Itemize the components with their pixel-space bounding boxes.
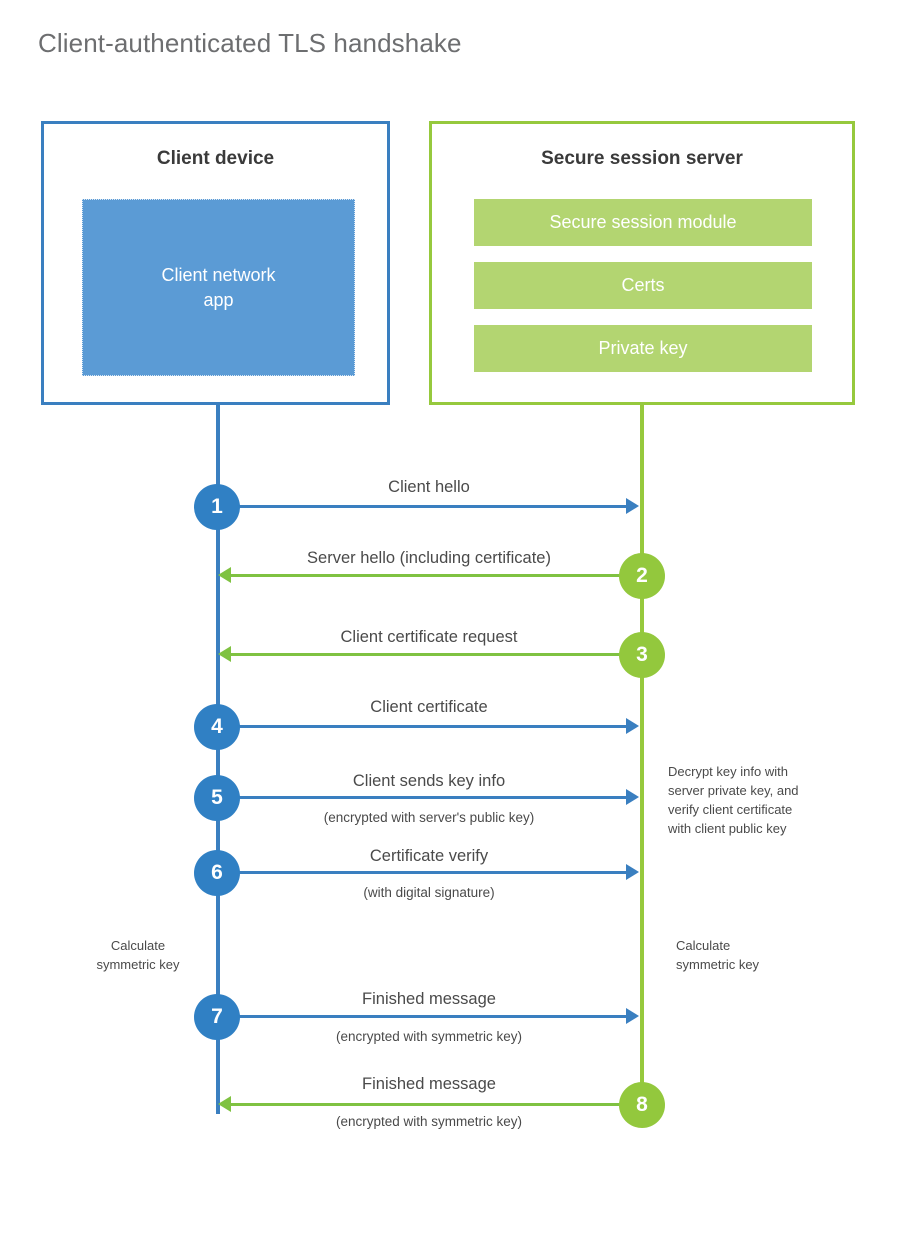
server-module-item: Certs <box>474 262 812 309</box>
step-badge-6: 6 <box>194 850 240 896</box>
server-module-item: Secure session module <box>474 199 812 246</box>
client-lifeline <box>216 404 220 1114</box>
message-label: Server hello (including certificate) <box>307 549 551 567</box>
message-label: Finished message <box>362 990 496 1008</box>
message-arrow-line <box>231 653 642 656</box>
arrow-head-icon <box>626 864 639 880</box>
server-lifeline <box>640 404 644 1104</box>
message-sublabel: (encrypted with symmetric key) <box>335 1029 523 1044</box>
message-arrow-line <box>231 574 642 577</box>
message-arrow-line <box>218 796 628 799</box>
arrow-head-icon <box>626 1008 639 1024</box>
note-server-calculate-symmetric-key: Calculate symmetric key <box>676 938 760 972</box>
message-arrow-line <box>218 1015 628 1018</box>
client-device-title: Client device <box>156 148 275 169</box>
step-badge-7: 7 <box>194 994 240 1040</box>
arrow-head-icon <box>218 1096 231 1112</box>
message-arrow-line <box>218 505 628 508</box>
message-sublabel: (with digital signature) <box>363 885 495 900</box>
message-arrow-line <box>231 1103 642 1106</box>
message-sublabel: (encrypted with server's public key) <box>323 810 535 825</box>
message-label: Client sends key info <box>352 772 506 790</box>
secure-session-server-title: Secure session server <box>541 148 743 169</box>
arrow-head-icon <box>626 498 639 514</box>
client-device-box: Client device Client network app <box>41 121 390 405</box>
message-arrow-line <box>218 871 628 874</box>
arrow-head-icon <box>218 567 231 583</box>
step-badge-2: 2 <box>619 553 665 599</box>
message-label: Finished message <box>362 1075 496 1093</box>
step-badge-4: 4 <box>194 704 240 750</box>
server-modules-list: Secure session module Certs Private key <box>474 199 812 372</box>
step-badge-5: 5 <box>194 775 240 821</box>
client-network-app-block: Client network app <box>82 199 355 376</box>
note-client-calculate-symmetric-key: Calculate symmetric key <box>96 938 180 972</box>
message-label: Client certificate request <box>340 628 518 646</box>
message-label: Client certificate <box>370 698 488 716</box>
message-sublabel: (encrypted with symmetric key) <box>335 1114 523 1129</box>
arrow-head-icon <box>626 789 639 805</box>
step-badge-3: 3 <box>619 632 665 678</box>
page-title: Client-authenticated TLS handshake <box>38 28 462 58</box>
step-badge-8: 8 <box>619 1082 665 1128</box>
secure-session-server-box: Secure session server Secure session mod… <box>429 121 855 405</box>
arrow-head-icon <box>626 718 639 734</box>
message-label: Certificate verify <box>369 847 489 865</box>
note-server-decrypt: Decrypt key info with server private key… <box>668 764 799 836</box>
server-module-item: Private key <box>474 325 812 372</box>
step-badge-1: 1 <box>194 484 240 530</box>
message-label: Client hello <box>388 478 470 496</box>
message-arrow-line <box>218 725 628 728</box>
arrow-head-icon <box>218 646 231 662</box>
